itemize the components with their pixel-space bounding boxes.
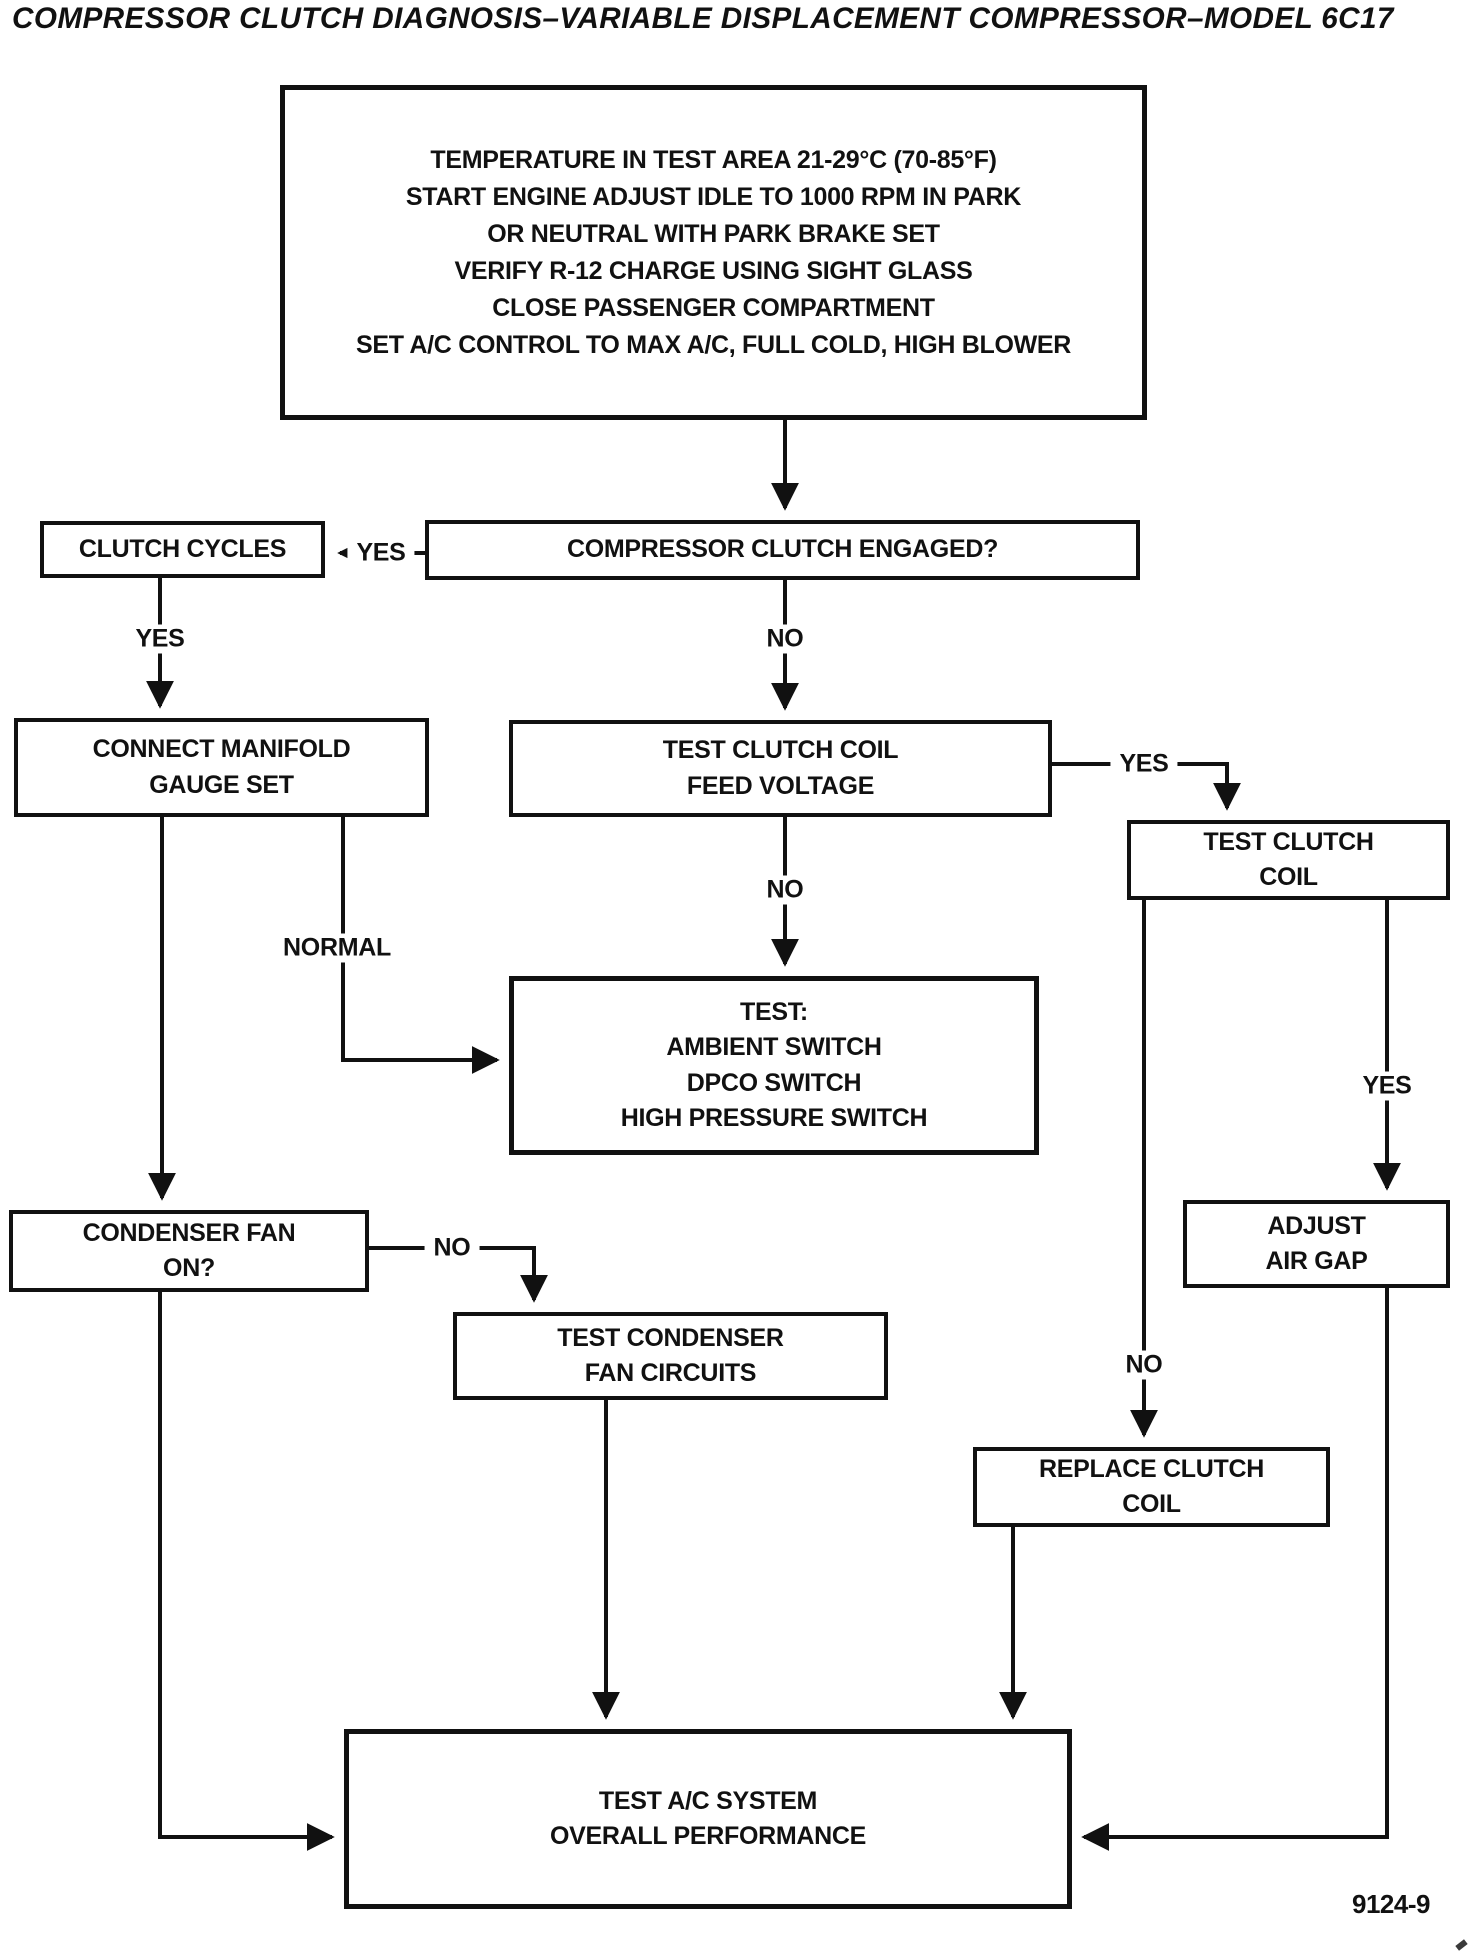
- edge-label-coil-yes: YES: [1353, 1071, 1421, 1101]
- figure-number: 9124-9: [1352, 1889, 1430, 1919]
- page-title: COMPRESSOR CLUTCH DIAGNOSIS–VARIABLE DIS…: [12, 2, 1394, 35]
- edge-label-engaged-no: NO: [757, 624, 813, 654]
- node-connect-manifold-gauge-set: CONNECT MANIFOLD GAUGE SET: [14, 718, 429, 817]
- node-test-switches: TEST: AMBIENT SWITCH DPCO SWITCH HIGH PR…: [509, 976, 1039, 1155]
- node-test-clutch-coil-feed-voltage: TEST CLUTCH COIL FEED VOLTAGE: [509, 720, 1052, 817]
- edge-label-feed-no: NO: [757, 875, 813, 905]
- edge-label-fan-no: NO: [424, 1233, 480, 1263]
- node-condenser-fan-on: CONDENSER FAN ON?: [9, 1210, 369, 1292]
- node-test-clutch-coil: TEST CLUTCH COIL: [1127, 820, 1450, 900]
- node-clutch-cycles: CLUTCH CYCLES: [40, 521, 325, 578]
- node-replace-clutch-coil: REPLACE CLUTCH COIL: [973, 1447, 1330, 1527]
- edge-label-normal: NORMAL: [274, 933, 400, 963]
- node-adjust-air-gap: ADJUST AIR GAP: [1183, 1200, 1450, 1288]
- edge-label-coil-no: NO: [1116, 1350, 1172, 1380]
- edge-label-cycles-yes: YES: [126, 624, 194, 654]
- node-compressor-clutch-engaged: COMPRESSOR CLUTCH ENGAGED?: [425, 520, 1140, 580]
- edge-label-feed-yes: YES: [1110, 749, 1178, 779]
- node-setup-conditions: TEMPERATURE IN TEST AREA 21-29°C (70-85°…: [280, 85, 1147, 420]
- node-test-ac-system-overall: TEST A/C SYSTEM OVERALL PERFORMANCE: [344, 1729, 1072, 1909]
- node-test-condenser-fan-circuits: TEST CONDENSER FAN CIRCUITS: [453, 1312, 888, 1400]
- edge-label-engaged-yes: YES: [347, 538, 415, 568]
